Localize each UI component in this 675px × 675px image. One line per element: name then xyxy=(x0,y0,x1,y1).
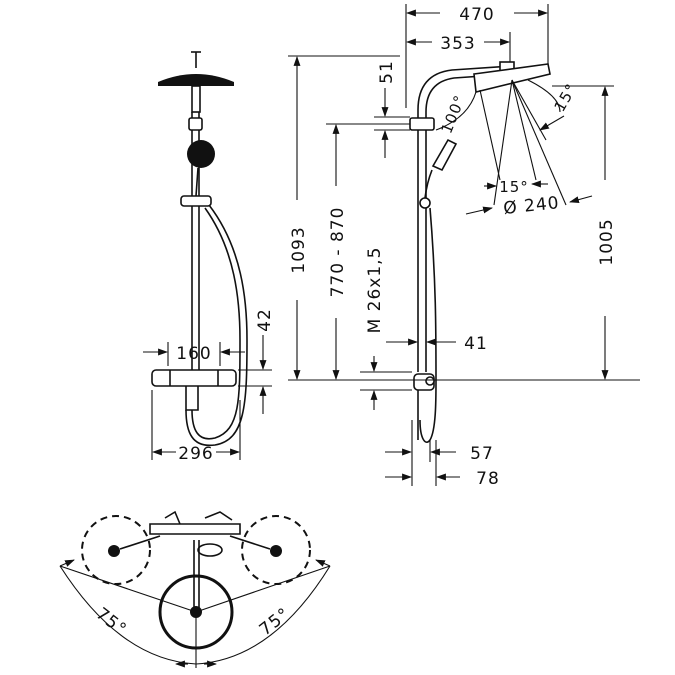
dim-296: 296 xyxy=(151,390,241,464)
dim-770-870: 770 - 870 xyxy=(326,123,410,380)
dim-353: 353 xyxy=(406,32,511,62)
top-left-angle-label: 75° xyxy=(92,604,130,640)
side-riser-arm xyxy=(409,65,513,372)
side-shower-head xyxy=(473,61,551,93)
dim-770-870-label: 770 - 870 xyxy=(328,207,348,298)
dim-41: 41 xyxy=(386,334,488,354)
front-mixer xyxy=(151,369,237,411)
angle-15-lower: 15° xyxy=(484,178,548,196)
dim-1005: 1005 xyxy=(552,85,617,380)
angle-100-label: 100° xyxy=(438,92,470,136)
dim-mixer-arrows xyxy=(360,356,412,410)
front-view: 160 42 296 xyxy=(143,51,275,464)
angle-head-15-label: 15° xyxy=(550,80,580,115)
dim-78-label: 78 xyxy=(476,469,500,489)
dim-1093-label: 1093 xyxy=(289,226,309,273)
dim-diameter-240: Ø 240 xyxy=(465,193,593,219)
top-mixer xyxy=(149,510,241,557)
side-hand-shower xyxy=(419,138,458,209)
front-hand-shower xyxy=(180,140,215,207)
thread-label: M 26x1,5 xyxy=(365,247,385,334)
top-left-ray xyxy=(59,565,197,613)
top-right-head-position xyxy=(241,515,311,585)
dim-1093: 1093 xyxy=(288,55,640,381)
top-center-head xyxy=(158,574,234,650)
side-view: 470 353 51 100° xyxy=(288,4,640,489)
dim-470-label: 470 xyxy=(459,5,494,25)
dim-1005-label: 1005 xyxy=(597,218,617,265)
dim-42: 42 xyxy=(238,308,275,414)
front-shower-head xyxy=(158,51,234,113)
dim-41-label: 41 xyxy=(464,334,488,354)
dim-diameter-240-label: Ø 240 xyxy=(502,193,560,219)
dim-353-label: 353 xyxy=(440,34,475,54)
thread-label-text: M 26x1,5 xyxy=(365,247,385,334)
top-view: 75° 75° xyxy=(59,510,331,668)
side-mixer xyxy=(413,373,435,440)
dim-42-label: 42 xyxy=(255,308,275,332)
dim-51: 51 xyxy=(374,60,410,158)
angle-100: 100° xyxy=(435,91,477,136)
dim-160-label: 160 xyxy=(176,344,211,364)
top-right-ray xyxy=(195,565,331,613)
top-left-head-position xyxy=(81,515,151,585)
side-hose xyxy=(419,207,437,444)
dim-57-label: 57 xyxy=(470,444,494,464)
dim-51-label: 51 xyxy=(377,60,397,84)
dim-57-78: 57 78 xyxy=(385,420,500,489)
angle-lower-15-label: 15° xyxy=(499,178,529,196)
dim-296-label: 296 xyxy=(178,444,213,464)
front-hose xyxy=(185,204,248,447)
top-right-angle-label: 75° xyxy=(256,604,294,640)
dim-160: 160 xyxy=(143,342,245,366)
dim-470: 470 xyxy=(405,4,549,108)
